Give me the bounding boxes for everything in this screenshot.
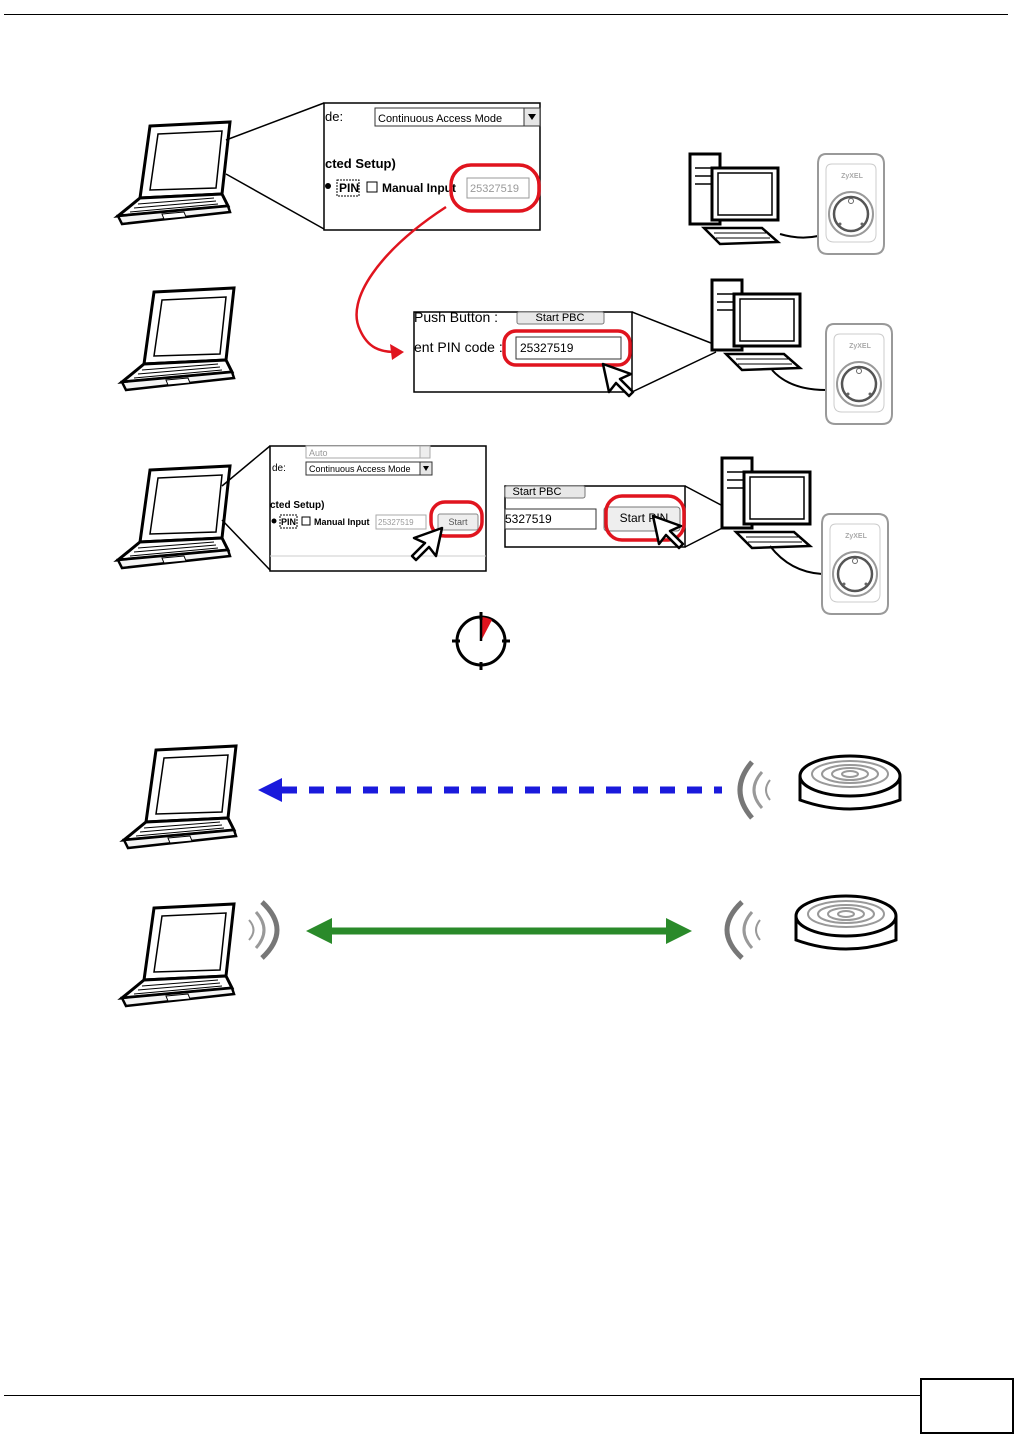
access-point-1 (800, 756, 900, 809)
start-pbc-button: Start PBC (536, 312, 585, 324)
client-wps-panel: de: Continuous Access Mode cted Setup) P… (324, 103, 540, 230)
cable (770, 546, 822, 574)
desktop-1 (690, 154, 778, 244)
pin-radio-label: PIN (339, 181, 359, 195)
cable (780, 234, 818, 238)
extender-pin-value: 25327519 (520, 341, 574, 355)
manual-input-label: Manual Input (314, 517, 370, 527)
auto-select-value: Auto (309, 448, 328, 458)
laptop-5 (122, 904, 234, 1006)
radio-pin-icon (325, 183, 331, 189)
mode-label: de: (325, 109, 343, 124)
zoom-line (632, 352, 716, 392)
mode-select-value: Continuous Access Mode (309, 464, 411, 474)
connection-arrow (306, 918, 692, 944)
extender-3 (822, 514, 888, 614)
radio-pin-icon (272, 519, 277, 524)
extender-1 (818, 154, 884, 254)
arrow-head-icon (390, 344, 404, 360)
pin-radio-label: PIN (281, 517, 296, 527)
checkbox-icon (302, 517, 310, 525)
extender-2 (826, 324, 892, 424)
zoom-line (632, 312, 716, 345)
desktop-3 (722, 458, 810, 548)
client-pin-value: 25327519 (378, 518, 414, 527)
arrow-head-icon (258, 778, 282, 802)
wireless-signal-icon (249, 902, 277, 958)
arrow-head-icon (306, 918, 332, 944)
extender-pin-panel: Push Button : Start PBC ent PIN code : 2… (414, 309, 633, 396)
footer-rule (4, 1395, 1008, 1396)
wireless-signal-icon (727, 902, 760, 958)
zoom-line (226, 174, 324, 229)
start-button: Start (448, 517, 468, 527)
pin-code-label: ent PIN code : (414, 339, 503, 355)
mode-label: de: (272, 463, 286, 474)
manual-input-label: Manual Input (382, 181, 456, 195)
mode-select-value: Continuous Access Mode (378, 113, 502, 125)
wps-section-label: cted Setup) (270, 500, 324, 511)
wps-section-label: cted Setup) (325, 156, 396, 171)
extender-pin-value: 5327519 (505, 512, 552, 526)
arrow-head-icon (666, 918, 692, 944)
client-start-panel: Auto de: Continuous Access Mode cted Set… (270, 446, 486, 571)
start-pbc-button: Start PBC (513, 486, 562, 498)
cable (772, 370, 826, 390)
client-pin-value: 25327519 (470, 183, 519, 195)
laptop-4 (124, 746, 236, 848)
access-point-2 (796, 896, 896, 949)
page-number-box (920, 1378, 1014, 1434)
checkbox-icon (367, 182, 377, 192)
extender-start-panel: Start PBC 5327519 Start PIN (505, 486, 685, 548)
zoom-line (222, 520, 270, 570)
wps-probe-arrow (258, 778, 722, 802)
push-button-label: Push Button : (414, 309, 498, 325)
laptop-2 (122, 288, 234, 390)
laptop-3 (118, 466, 230, 568)
zoom-line (226, 103, 324, 140)
desktop-2 (712, 280, 800, 370)
timer-icon (452, 612, 510, 670)
wireless-signal-icon (740, 762, 770, 818)
laptop-1 (118, 122, 230, 224)
